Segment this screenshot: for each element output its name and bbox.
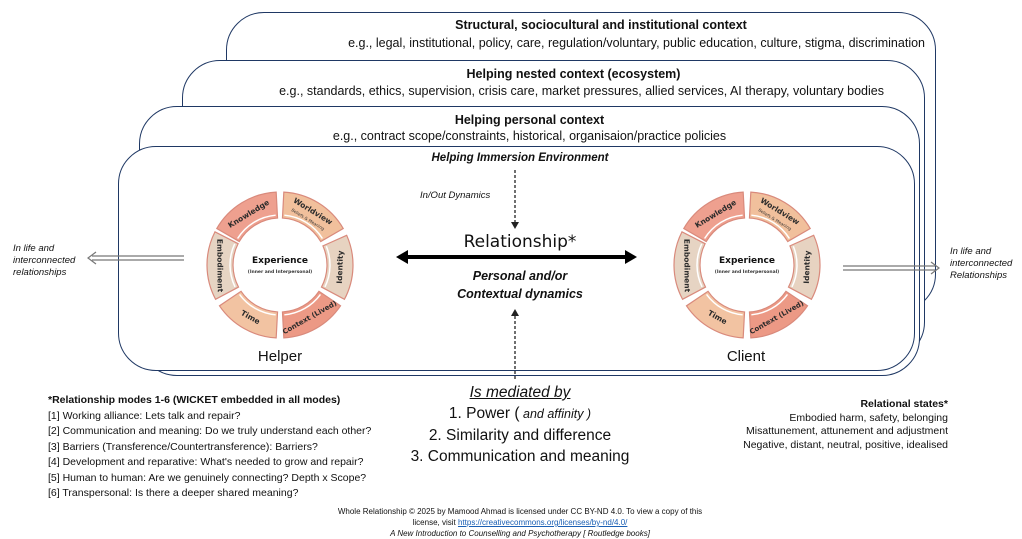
modes-title: *Relationship modes 1-6 (WICKET embedded… [48,394,341,406]
helper-segment-highlight [324,245,331,288]
helper-segment-time [218,290,279,339]
client-center-subtitle: (Inner and Interpersonal) [715,269,779,275]
personal-context-title: Helping personal context [454,113,605,127]
client-segment-context [748,290,809,339]
helper-segment-highlight [229,243,236,288]
client-segment-highlight [703,214,743,239]
client-segment-knowledge [682,191,746,243]
client-segment-label-identity: Identity [802,250,812,284]
relationship-modes-legend: *Relationship modes 1-6 (WICKET embedded… [48,393,371,502]
mediated-item-2: 2. Similarity and difference [428,427,612,444]
mode-item: [6] Transpersonal: Is there a deeper sha… [48,487,299,499]
outer-left-arrow-icon [87,251,184,265]
helper-segment-highlight [284,214,324,239]
helper-segment-highlight [284,293,322,316]
relational-states-legend: Relational states* Embodied harm, safety… [743,398,948,452]
mediation-arrowhead-icon [511,309,519,316]
helper-segment-highlight [236,214,276,239]
client-segment-identity [787,234,821,301]
client-segment-highlight [791,245,798,288]
helper-segment-highlight [238,293,276,316]
mode-item: [4] Development and reparative: What's n… [48,456,364,468]
outer-right-line-1: In life and [950,246,992,257]
helper-label: Helper [257,348,303,365]
helper-segment-worldview [281,191,345,243]
footer-line-2: license, visit https://creativecommons.o… [270,517,770,528]
mediated-by-block: Is mediated by 1. Power ( and affinity )… [400,382,640,467]
client-segment-label-embodiment: Embodiment [682,239,691,293]
state-item: Embodied harm, safety, belonging [789,411,948,424]
mediated-item-1-main: 1. Power ( [448,405,520,422]
client-segment-highlight [705,293,743,316]
relationship-arrow-left-icon [396,250,408,264]
helper-segment-label-embodiment: Embodiment [215,239,224,293]
outer-left-line-1: In life and [13,243,55,254]
helper-center-title: Experience [252,256,308,266]
structural-context-title: Structural, sociocultural and institutio… [455,18,747,32]
mode-item: [5] Human to human: Are we genuinely con… [48,471,367,484]
immersion-title: Helping Immersion Environment [431,152,609,164]
helper-segment-label-identity: Identity [335,250,345,284]
outer-left-label: In life and interconnected relationships [13,243,75,279]
mode-item: [1] Working alliance: Lets talk and repa… [48,409,241,422]
states-title: Relational states* [860,398,948,410]
client-segment-worldview [748,191,812,243]
relationship-label: Relationship* [463,232,577,252]
license-footer: Whole Relationship © 2025 by Mamood Ahma… [270,506,770,539]
personal-context-subtitle: e.g., contract scope/constraints, histor… [332,129,727,143]
client-segment-highlight [751,293,789,316]
client-segment-highlight [696,243,703,288]
nested-context-subtitle: e.g., standards, ethics, supervision, cr… [279,84,884,98]
outer-right-label: In life and interconnected Relationships [950,246,1012,282]
mediated-title: Is mediated by [469,384,571,401]
nested-context-title: Helping nested context (ecosystem) [466,67,681,81]
mediated-item-3: 3. Communication and meaning [410,448,630,465]
dynamics-line-1: Personal and/or [472,269,568,283]
helper-center-subtitle: (Inner and Interpersonal) [248,269,312,275]
client-segment-highlight [751,214,791,239]
mode-item: [3] Barriers (Transference/Countertransf… [48,440,318,453]
license-link[interactable]: https://creativecommons.org/licenses/by-… [457,518,628,527]
mode-item: [2] Communication and meaning: Do we tru… [48,425,372,437]
client-label: Client [726,348,766,365]
outer-right-line-3: Relationships [950,270,1008,281]
outer-right-line-2: interconnected [950,258,1013,269]
client-center-title: Experience [719,256,775,266]
state-item: Negative, distant, neutral, positive, id… [743,438,948,451]
in-out-arrowhead-icon [511,222,519,229]
helper-segment-knowledge [215,191,279,243]
mediated-item-1: 1. Power ( and affinity ) [400,403,640,425]
outer-left-line-3: relationships [13,267,67,278]
relationship-arrow-right-icon [625,250,637,264]
outer-right-arrow-icon [843,261,940,275]
mediated-item-1-affinity: and affinity ) [519,407,592,421]
state-item: Misattunement, attunement and adjustment [746,425,948,437]
dynamics-line-2: Contextual dynamics [457,287,583,301]
footer-line-1: Whole Relationship © 2025 by Mamood Ahma… [337,507,703,516]
helper-segment-context [281,290,342,339]
outer-left-line-2: interconnected [13,255,76,266]
in-out-dynamics-label: In/Out Dynamics [420,190,491,201]
helper-segment-embodiment [206,231,240,301]
client-segment-embodiment [673,231,707,301]
helper-segment-identity [320,234,354,301]
footer-line-3: A New Introduction to Counselling and Ps… [390,529,650,538]
structural-context-subtitle: e.g., legal, institutional, policy, care… [348,36,925,50]
client-segment-time [685,290,746,339]
footer-line-2-prefix: license, visit [412,518,458,527]
